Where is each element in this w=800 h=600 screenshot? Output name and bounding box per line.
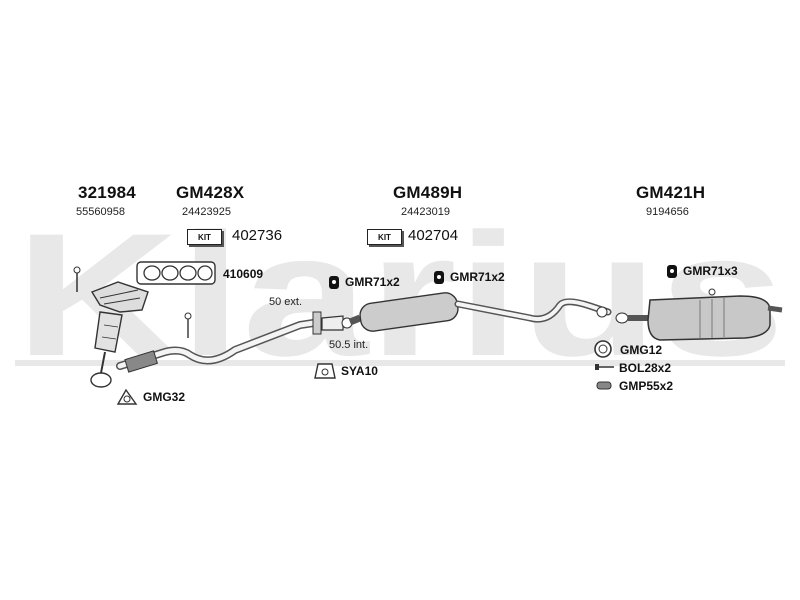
manifold-catalyst-icon (73, 266, 149, 388)
front-pipe-icon (116, 312, 324, 373)
part-label-rubber-2: GMR71x2 (450, 270, 505, 284)
rubber-mount-icon-1 (329, 276, 339, 289)
middle-silencer-icon (348, 292, 612, 332)
bolt-icon (595, 364, 614, 370)
part-label-rear-gasket: GMG12 (620, 343, 663, 357)
watermark-bar (15, 360, 785, 366)
kit-badge-2: KIT (367, 229, 402, 245)
part-label-rubber-1: GMR71x2 (345, 275, 400, 289)
section-ref-4: 9194656 (646, 206, 689, 218)
section-ref-3: 24423019 (401, 206, 450, 218)
part-label-rubber-3: GMR71x3 (683, 264, 738, 278)
section-ref-1: 55560958 (76, 206, 125, 218)
part-label-bolt: BOL28x2 (619, 361, 672, 375)
clamp-icon (596, 381, 612, 390)
section-code-2: GM428X (176, 183, 245, 202)
kit-number-1: 402736 (232, 227, 283, 244)
part-label-manifold-gasket: 410609 (223, 267, 264, 281)
rubber-mount-icon-3 (667, 265, 677, 278)
kit-number-2: 402704 (408, 227, 459, 244)
part-label-clamp: GMP55x2 (619, 379, 674, 393)
section-ref-2: 24423925 (182, 206, 231, 218)
section-code-3: GM489H (393, 183, 463, 202)
front-gasket-icon (116, 388, 138, 405)
note-int: 50.5 int. (329, 339, 369, 351)
kit-badge-1: KIT (187, 229, 222, 245)
note-ext: 50 ext. (269, 296, 303, 308)
manifold-gasket-icon (136, 261, 216, 285)
rear-silencer-icon (615, 288, 783, 341)
rear-gasket-icon (594, 340, 612, 358)
section-code-4: GM421H (636, 183, 706, 202)
rubber-mount-icon-2 (434, 271, 444, 284)
section-code-1: 321984 (78, 183, 136, 202)
part-label-sleeve: SYA10 (341, 364, 378, 378)
sleeve-icon (314, 363, 336, 379)
part-label-front-gasket: GMG32 (143, 390, 186, 404)
